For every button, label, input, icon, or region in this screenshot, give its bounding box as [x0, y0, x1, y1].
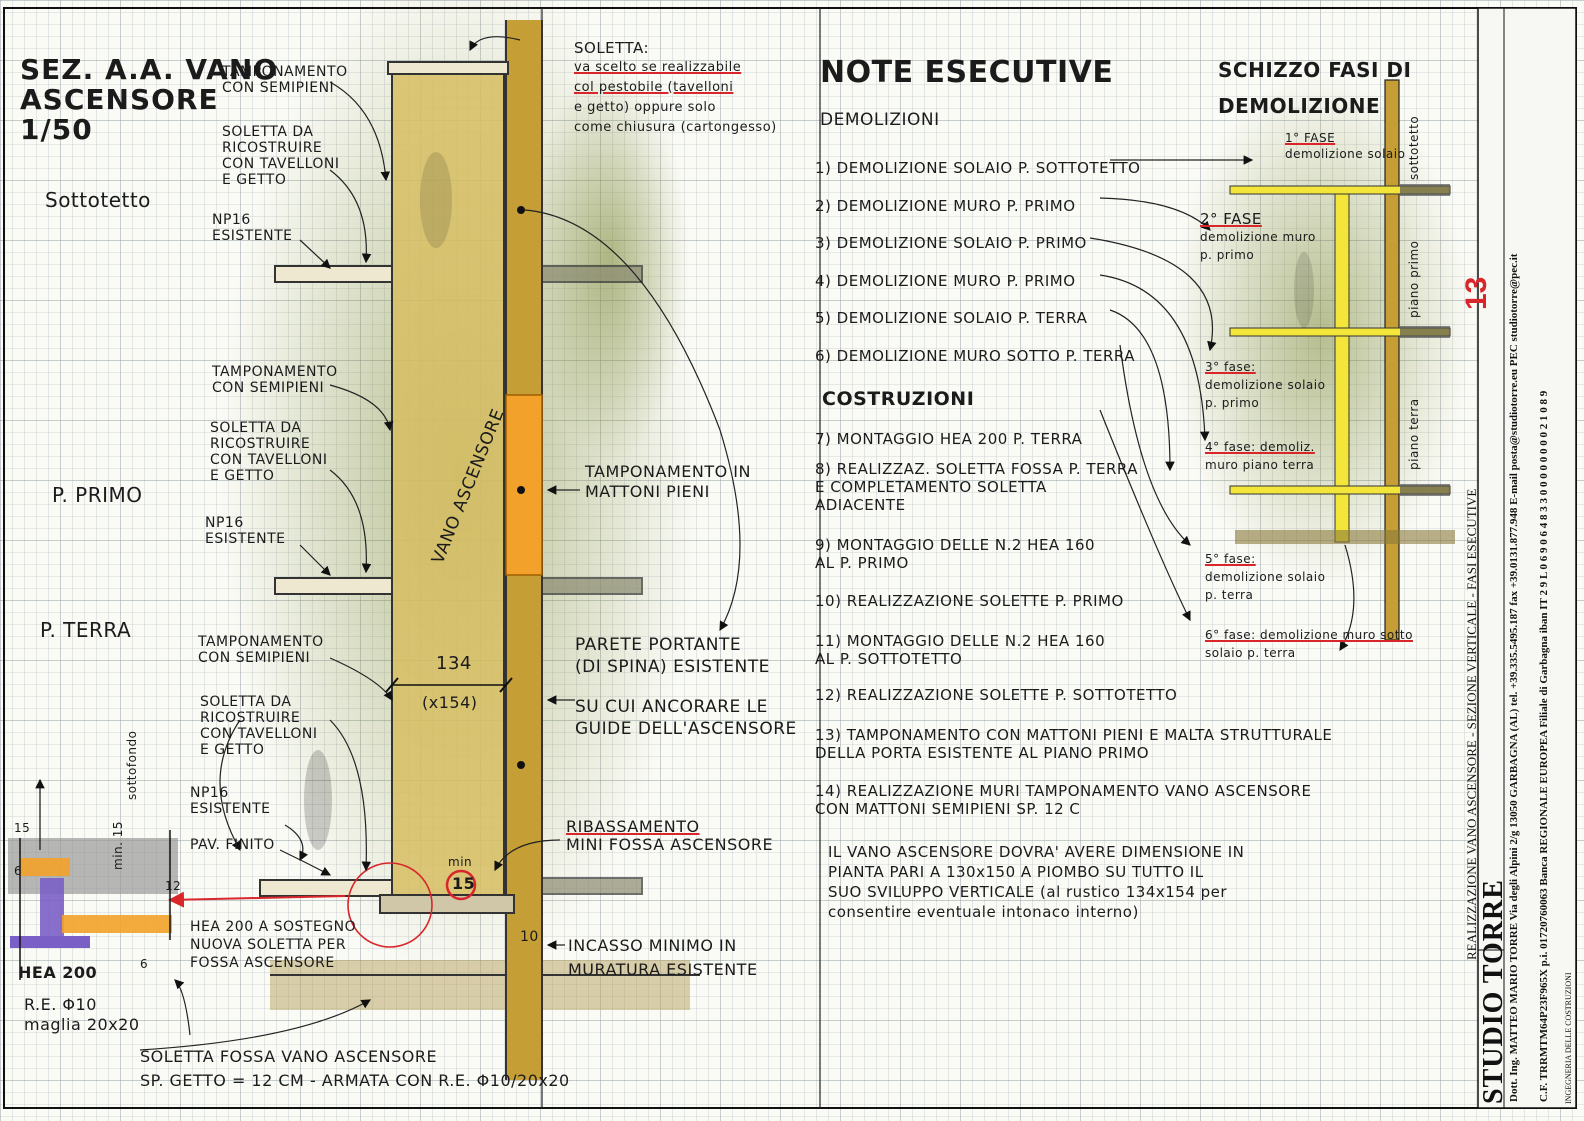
costruzione-item: 14) REALIZZAZIONE MURI TAMPONAMENTO VANO… — [815, 782, 1312, 818]
demolizione-item: 3) DEMOLIZIONE SOLAIO P. PRIMO — [815, 234, 1087, 252]
brand-subtitle: INGEGNERIA DELLE COSTRUZIONI — [1564, 972, 1573, 1104]
demolizioni-list: 1) DEMOLIZIONE SOLAIO P. SOTTOTETTO 2) D… — [815, 150, 1140, 375]
detail-dim-12: 12 — [165, 879, 182, 893]
detail-dim-6b: 6 — [140, 957, 149, 971]
label-hea200: HEA 200 — [18, 963, 98, 982]
level-sottotetto: Sottotetto — [45, 188, 151, 212]
demolizione-item: 4) DEMOLIZIONE MURO P. PRIMO — [815, 271, 1076, 290]
detail-dim-min15: min. 15 — [111, 820, 125, 870]
demolizione-item: 1) DEMOLIZIONE SOLAIO P. SOTTOTETTO — [815, 159, 1141, 177]
brand-logo: STUDIO TORRE — [1478, 879, 1509, 1104]
demolizione-item: 5) DEMOLIZIONE SOLAIO P. TERRA — [815, 309, 1088, 327]
detail-dim-6a: 6 — [14, 864, 23, 878]
phase-4: 4° fase: demoliz.muro piano terra — [1205, 440, 1315, 472]
detail-circle — [347, 862, 433, 948]
demolizione-item: 6) DEMOLIZIONE MURO SOTTO P. TERRA — [815, 346, 1135, 365]
level-primo: P. PRIMO — [52, 483, 143, 507]
titleblock-fiscal: C.F. TRRMTM64P23F965X p.i. 01720760063 B… — [1538, 390, 1550, 1102]
costruzione-item: 13) TAMPONAMENTO CON MATTONI PIENI E MAL… — [815, 726, 1333, 762]
label-soletta-top: SOLETTA: va scelto se realizzabile col p… — [574, 39, 777, 135]
label-min: min — [448, 855, 473, 869]
demolizioni-title: DEMOLIZIONI — [820, 110, 940, 130]
dimension-154: (x154) — [422, 693, 478, 712]
notes-final: IL VANO ASCENSORE DOVRA' AVERE DIMENSION… — [828, 843, 1245, 921]
sketch-level-primo: piano primo — [1407, 240, 1421, 318]
notes-title: NOTE ESECUTIVE — [820, 55, 1114, 90]
slabs — [259, 61, 643, 914]
dimension-134: 134 — [436, 653, 472, 674]
demolizione-item: 2) DEMOLIZIONE MURO P. PRIMO — [815, 196, 1076, 215]
brick-infill — [505, 394, 543, 576]
title-block — [1477, 7, 1577, 1109]
sketch-level-sottotetto: sottotetto — [1407, 115, 1421, 180]
costruzione-item: 10) REALIZZAZIONE SOLETTE P. PRIMO — [815, 592, 1124, 610]
costruzioni-list: 7) MONTAGGIO HEA 200 P. TERRA 8) REALIZZ… — [815, 430, 1332, 828]
label-parete-portante: PARETE PORTANTE(DI SPINA) ESISTENTE SU C… — [575, 635, 797, 739]
person-silhouette — [304, 750, 332, 850]
elevator-shaft — [392, 62, 504, 912]
sheet-number: 13 — [1460, 276, 1493, 310]
ground — [270, 960, 690, 1010]
detail-dim-15: 15 — [14, 821, 31, 835]
costruzioni-title: COSTRUZIONI — [822, 388, 975, 410]
costruzione-item: 12) REALIZZAZIONE SOLETTE P. SOTTOTETTO — [815, 686, 1178, 704]
costruzione-item: 7) MONTAGGIO HEA 200 P. TERRA — [815, 430, 1083, 448]
phase-sketch — [1089, 79, 1455, 652]
label-pav-finito: PAV. FINITO — [190, 837, 275, 853]
dimension-10: 10 — [520, 929, 539, 945]
dimension-min15: 15 — [452, 874, 476, 893]
sketch-level-terra: piano terra — [1407, 398, 1421, 470]
level-terra: P. TERRA — [40, 618, 132, 642]
drawing-title: SEZ. A.A. VANO ASCENSORE 1/50 — [20, 53, 279, 146]
detail-sottofondo: sottofondo — [125, 730, 139, 800]
hea200-detail — [8, 778, 178, 980]
